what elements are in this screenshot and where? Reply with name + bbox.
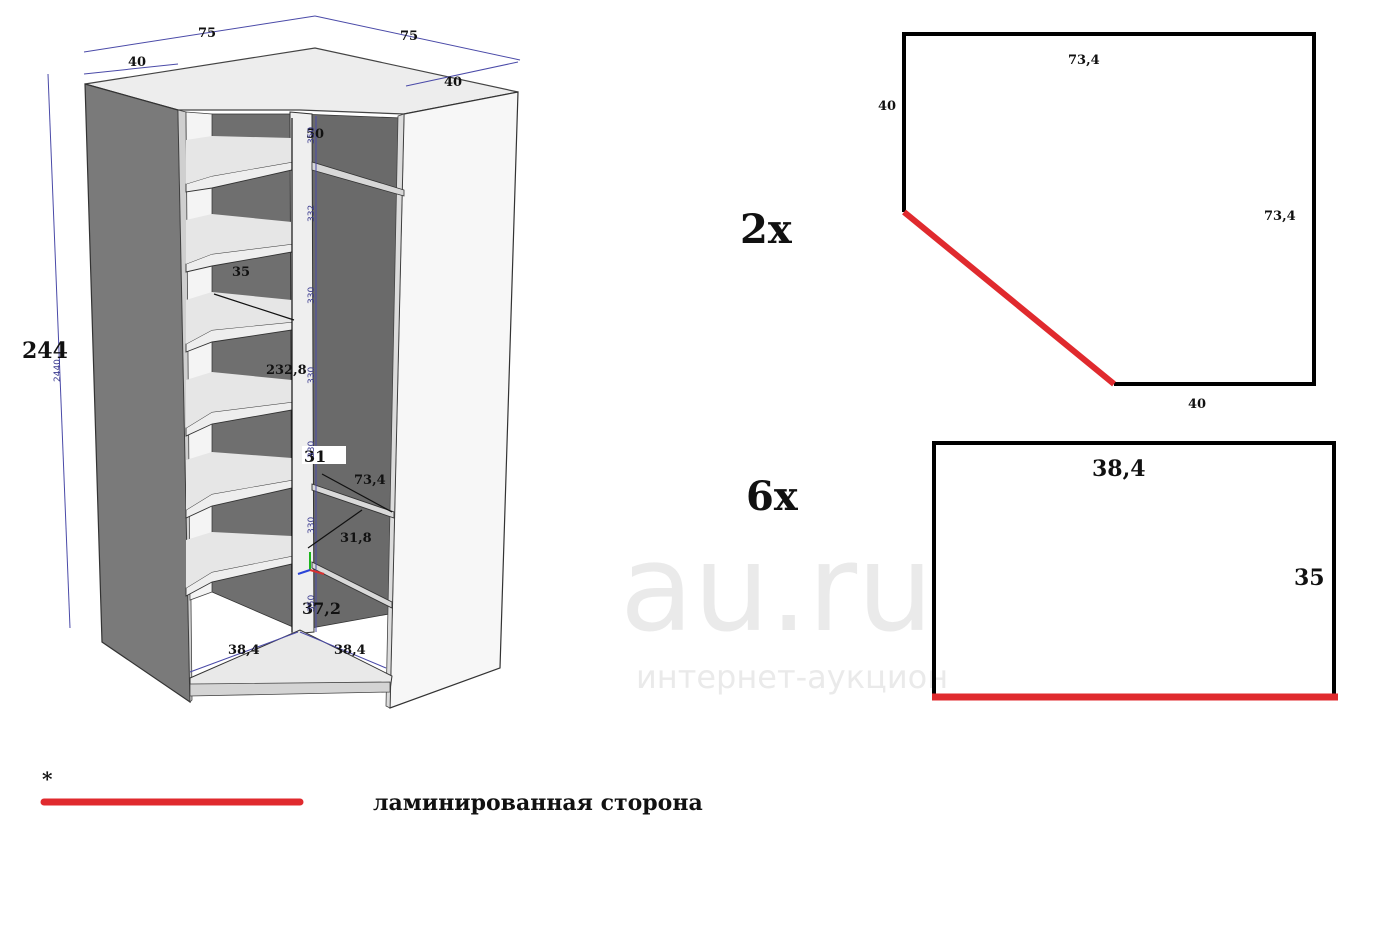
- panel-a-left-label: 40: [878, 99, 896, 114]
- label-spacing: 332: [307, 205, 317, 222]
- shelf-surface: [186, 292, 292, 344]
- shelf-surface: [186, 136, 292, 184]
- label-spacing: 330: [307, 287, 317, 304]
- right-side-panel: [389, 91, 519, 709]
- label-spacing: 330: [307, 517, 317, 534]
- panel-b-outline: [932, 441, 1336, 697]
- watermark-logo: au.ru: [620, 520, 933, 659]
- legend-label: ламинированная сторона: [373, 790, 703, 816]
- shelf: [311, 483, 395, 519]
- label-spacing: 330: [307, 441, 317, 458]
- label-bottom-left: 38,4: [228, 643, 260, 658]
- left-door: [84, 83, 191, 704]
- shelf: [311, 561, 393, 609]
- shelf-surface: [186, 372, 292, 428]
- label-spacing: 350: [307, 595, 317, 612]
- panel-a-bottom-label: 40: [1188, 397, 1206, 412]
- panel-b-count: 6x: [746, 473, 799, 520]
- dim-line-bottom-right: [299, 631, 387, 669]
- dimension-lines: [47, 15, 521, 673]
- panel-b-top-label: 38,4: [1092, 456, 1146, 482]
- dim-line-height: [47, 73, 71, 629]
- dim-line-depth-right: [405, 61, 519, 87]
- label-height-mm: 2440: [53, 359, 63, 382]
- label-height: 244: [22, 338, 68, 364]
- label-inner-height: 232,8: [266, 363, 307, 378]
- label-spacing: 330: [307, 367, 317, 384]
- label-spacing: 350: [307, 127, 317, 144]
- label-inner-side: 31: [304, 447, 326, 466]
- label-bg: [302, 446, 346, 464]
- cabinet-plinth: [189, 681, 391, 697]
- panel-a-count: 2x: [740, 206, 793, 253]
- dim-shelf-depth: [213, 293, 295, 321]
- label-top-right-depth: 40: [444, 75, 462, 90]
- shelf-surface: [186, 214, 292, 264]
- label-top-left-depth: 40: [128, 55, 146, 70]
- label-top-gap: 50: [306, 127, 324, 142]
- label-bottom-right: 38,4: [334, 643, 366, 658]
- dim-line-depth-left: [83, 63, 179, 75]
- axis-gizmo: [297, 552, 325, 575]
- panel-b-right-label: 35: [1294, 565, 1325, 591]
- dim-line-top-right: [314, 15, 521, 61]
- label-bottom-gap: 37,2: [302, 599, 341, 618]
- shelf-surfaces: [186, 136, 292, 588]
- label-top-left-width: 75: [198, 26, 216, 41]
- watermark-caption: интернет-аукцион: [636, 658, 948, 696]
- panel-a-top-label: 73,4: [1068, 53, 1100, 68]
- dim-diag: [321, 473, 393, 513]
- shelf-surface: [186, 532, 292, 588]
- panel-a-laminated-edge: [902, 209, 1116, 387]
- cabinet-illustration: [84, 47, 519, 709]
- shelf-right-top: [311, 161, 405, 197]
- legend-asterisk: *: [42, 767, 53, 791]
- panel-a-outline: [902, 32, 1316, 386]
- shelf-surface: [186, 452, 292, 510]
- label-shelf-depth: 35: [232, 265, 250, 280]
- dim-line-top-left: [83, 15, 316, 53]
- label-top-right-width: 75: [400, 29, 418, 44]
- left-shelves: [185, 161, 293, 597]
- dim-line-bottom-left: [189, 631, 299, 673]
- dimension-arrows: [213, 118, 393, 632]
- label-inner-diag: 31,8: [340, 531, 372, 546]
- right-shelves: [311, 483, 395, 609]
- panel-a-right-label: 73,4: [1264, 209, 1296, 224]
- right-side-edge: [385, 113, 405, 709]
- label-diag-width: 73,4: [354, 473, 386, 488]
- dim-inner-diag: [307, 509, 363, 549]
